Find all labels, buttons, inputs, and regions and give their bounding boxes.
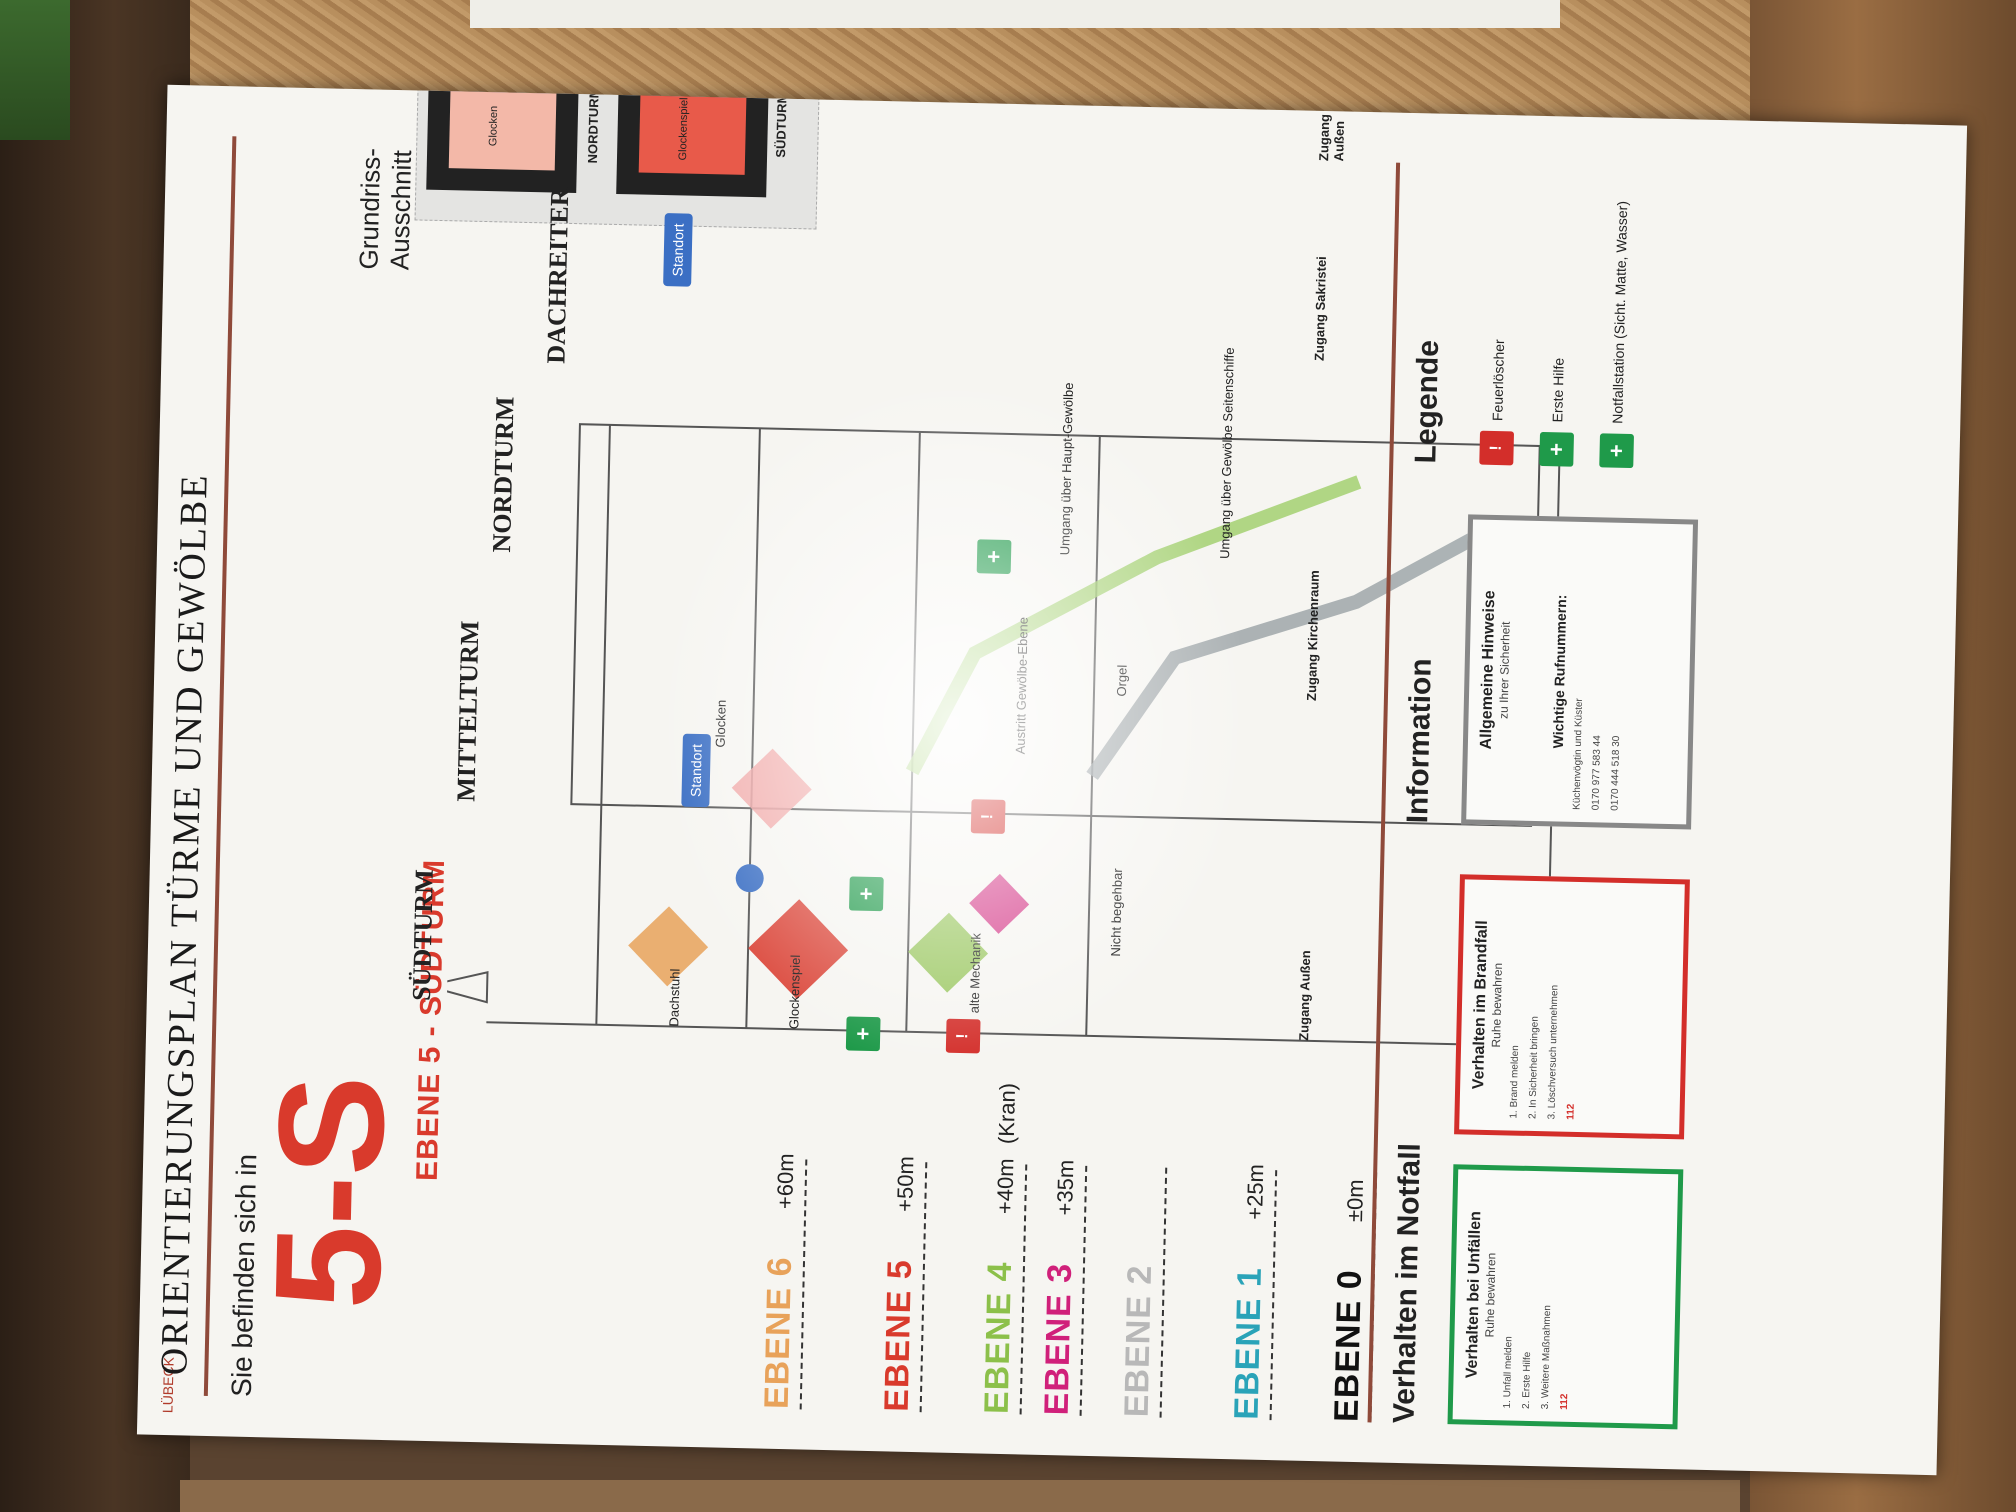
accident-number: 112 [1558, 1393, 1571, 1410]
emergency-heading: Verhalten im Notfall [1387, 1142, 1427, 1424]
glocken-marker [731, 748, 812, 829]
legend-label: Feuerlöscher [1489, 339, 1508, 422]
level-name: EBENE 0 [1327, 1268, 1369, 1423]
level-extra: (Kran) [993, 1082, 1021, 1145]
level-dash-line [799, 1159, 808, 1410]
level-line-6 [595, 424, 611, 1025]
level-altitude: ±0m [1342, 1179, 1369, 1223]
legend-item: + Erste Hilfe [1539, 357, 1575, 467]
legend-label: Erste Hilfe [1549, 357, 1567, 423]
north-tower-plan-label: NORDTURM [584, 87, 602, 164]
label-austritt: Austritt Gewölbe-Ebene [1012, 616, 1031, 755]
level-altitude: +40m [992, 1158, 1019, 1215]
level-line-1 [1085, 435, 1101, 1036]
accident-step-2: 2. Erste Hilfe [1520, 1351, 1534, 1410]
poster-title: ORIENTIERUNGSPLAN TÜRME UND GEWÖLBE [153, 472, 216, 1376]
label-zugang-kirchenraum: Zugang Kirchenraum [1303, 569, 1322, 702]
phone-1: 0170 977 583 44 [1590, 735, 1604, 811]
standort-dot [735, 864, 764, 893]
label-nicht-begehbar: Nicht begehbar [1108, 868, 1126, 957]
level-altitude: +50m [892, 1155, 919, 1213]
first-aid-icon: + [845, 1016, 881, 1052]
level-name: EBENE 2 [1117, 1264, 1160, 1418]
middle-tower-name: MITTELTURM [451, 620, 485, 803]
accident-panel: Verhalten bei Unfällen Ruhe bewahren 1. … [1447, 1164, 1684, 1430]
fire-extinguisher-icon: ! [945, 1018, 981, 1054]
info-heading: Information [1401, 657, 1438, 824]
level-dash-line [1159, 1167, 1168, 1418]
emergency-station-icon: + [1599, 433, 1634, 469]
north-tower-plan [426, 84, 580, 194]
legend-item: ! Feuerlöscher [1479, 339, 1516, 466]
level-dash-line [1079, 1165, 1088, 1416]
level-3-marker [969, 873, 1030, 934]
label-dachstuhl: Dachstuhl [666, 968, 683, 1027]
label-zugang-aussen-2: Zugang Außen [1316, 113, 1348, 162]
level-altitude: +25m [1242, 1163, 1269, 1220]
roof-tower-name: DACHREITER [541, 187, 575, 364]
accident-step-3: 3. Weitere Maßnahmen [1539, 1304, 1554, 1410]
level-name: EBENE 6 [757, 1256, 800, 1410]
level-name: EBENE 5 [877, 1258, 920, 1413]
level-dash-line [1269, 1170, 1278, 1421]
level-line-5 [745, 428, 761, 1029]
south-spire [445, 970, 489, 1004]
legend-item: + Notfallstation (Sicht. Matte, Wasser) [1599, 200, 1639, 469]
south-tower-name: SÜDTURM [406, 869, 439, 1002]
fire-step-1: 1. Brand melden [1508, 1045, 1522, 1119]
legend-label: Notfallstation (Sicht. Matte, Wasser) [1609, 200, 1631, 424]
first-aid-icon: + [976, 539, 1012, 575]
label-glockenspiel: Glockenspiel [786, 954, 803, 1030]
fire-step-3: 3. Löschversuch unternehmen [1546, 984, 1561, 1120]
north-tower-name: NORDTURM [487, 396, 520, 553]
phones-intro: Küchenvögtin und Küster [1571, 698, 1585, 811]
fire-extinguisher-icon: ! [1479, 430, 1515, 466]
plan-title: Grundriss-Ausschnitt [353, 147, 418, 271]
plan-bells-label: Glocken [487, 105, 501, 147]
standort-marker-diagram: Standort [681, 733, 711, 808]
fire-step-2: 2. In Sicherheit bringen [1527, 1016, 1541, 1120]
background-object [0, 0, 70, 140]
legend-heading: Legende [1409, 339, 1446, 464]
level-altitude: +60m [772, 1153, 799, 1210]
plan-chimes-label: Glockenspiel [676, 97, 691, 161]
label-glocken: Glocken [712, 699, 729, 748]
level-line-4 [905, 431, 921, 1032]
level-name: EBENE 4 [977, 1261, 1020, 1415]
fire-number: 112 [1565, 1103, 1577, 1120]
label-zugang-sakristei: Zugang Sakristei [1311, 256, 1329, 362]
level-dash-line [919, 1162, 928, 1413]
wood-frame-bottom [180, 1480, 1740, 1512]
label-zugang-aussen: Zugang Außen [1296, 950, 1314, 1041]
first-aid-icon: + [848, 876, 884, 912]
fire-extinguisher-icon: ! [970, 799, 1006, 834]
label-orgel: Orgel [1113, 664, 1130, 697]
level-name: EBENE 3 [1037, 1262, 1080, 1416]
south-tower-plan [616, 84, 770, 198]
fire-panel: Verhalten im Brandfall Ruhe bewahren 1. … [1454, 874, 1690, 1140]
paper-edge-top [470, 0, 1560, 28]
phone-2: 0170 444 518 30 [1609, 735, 1623, 811]
tower-diagram [445, 423, 1561, 1048]
info-panel: Allgemeine Hinweise zu Ihrer Sicherheit … [1461, 514, 1699, 830]
level-altitude: +35m [1052, 1159, 1079, 1216]
location-code: 5-S [242, 1073, 417, 1311]
south-tower-plan-label: SÜDTURM [773, 92, 790, 158]
label-alte-mechanik: alte Mechanik [966, 932, 984, 1014]
standort-marker-plan: Standort [663, 213, 693, 287]
accident-step-1: 1. Unfall melden [1501, 1336, 1515, 1409]
first-aid-icon: + [1539, 431, 1575, 467]
orientation-poster: LÜBECK ORIENTIERUNGSPLAN TÜRME UND GEWÖL… [136, 84, 1968, 1476]
level-dash-line [1019, 1164, 1028, 1415]
nave-outline [570, 423, 1541, 827]
level-name: EBENE 1 [1227, 1266, 1269, 1421]
diagram-outline [486, 1021, 1547, 1048]
floor-plan: NORDTURM SÜDTURM Glocken Glockenspiel [414, 84, 823, 230]
phones-title: Wichtige Rufnummern: [1549, 594, 1570, 749]
